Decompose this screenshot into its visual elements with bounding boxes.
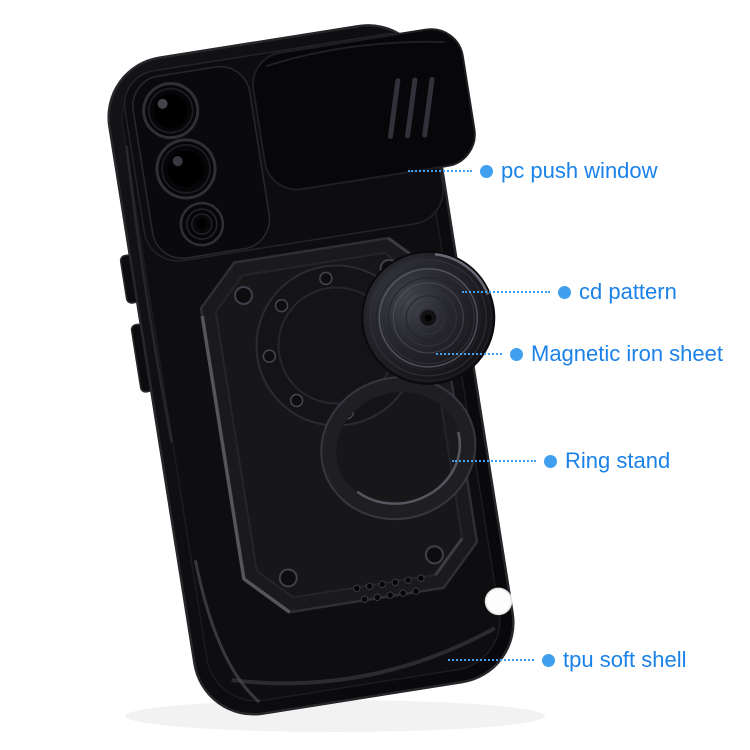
callout-label: tpu soft shell [563, 647, 687, 672]
callout-dot [558, 285, 571, 299]
leader-line [448, 659, 534, 661]
corner-screw-highlight [484, 587, 513, 616]
callout-dot [544, 454, 557, 468]
callout-dot [542, 653, 555, 667]
leader-line [462, 291, 550, 293]
cd-pattern-disc [361, 250, 496, 385]
callout-ring-stand: Ring stand [452, 448, 670, 474]
callout-dot [480, 164, 493, 178]
side-buttons [119, 254, 154, 393]
callout-dot [510, 347, 523, 361]
slide-window-cover [252, 28, 476, 191]
callout-label: Ring stand [565, 448, 671, 473]
corner-screw [278, 568, 298, 588]
callout-label: pc push window [501, 158, 658, 183]
leader-line [436, 353, 502, 355]
leader-line [452, 460, 536, 462]
phone-case [107, 24, 515, 716]
callout-magnetic-iron-sheet: Magnetic iron sheet [436, 341, 723, 367]
camera-module [142, 82, 225, 247]
callout-cd-pattern: cd pattern [462, 279, 677, 305]
callout-label: Magnetic iron sheet [531, 341, 723, 366]
corner-screw [424, 545, 444, 565]
speaker-holes [353, 574, 425, 603]
grip-ridges [387, 76, 435, 140]
callout-pc-push-window: pc push window [408, 158, 658, 184]
corner-screw [234, 285, 254, 305]
leader-line [408, 170, 472, 172]
ring-stand [320, 376, 477, 521]
callout-tpu-soft-shell: tpu soft shell [448, 647, 687, 673]
callout-label: cd pattern [579, 279, 677, 304]
ground-shadow [125, 700, 545, 732]
